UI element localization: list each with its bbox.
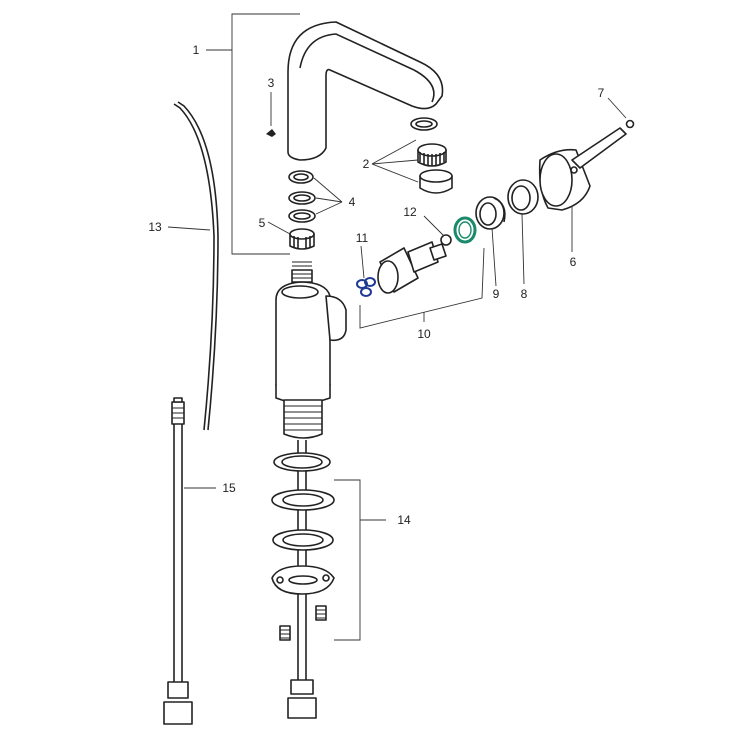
callout-3: 3	[268, 76, 275, 90]
callout-11: 11	[356, 231, 369, 245]
hose-15	[163, 397, 193, 725]
set-screw-part	[266, 129, 276, 137]
washers-4	[288, 170, 316, 223]
cap-7	[625, 119, 635, 129]
green-ring-9	[453, 216, 477, 244]
adapter-part-5	[289, 228, 315, 250]
rod-13	[173, 101, 219, 431]
tap-body	[275, 261, 347, 690]
callout-13: 13	[148, 220, 162, 234]
callout-2: 2	[363, 157, 370, 171]
callout-14: 14	[397, 513, 411, 527]
aerator-group	[410, 117, 453, 194]
callout-6: 6	[570, 255, 577, 269]
ring-8	[507, 179, 539, 215]
callout-labels: 1 2 3 4 5 6 7 8 9 10 11 12 13 14 15	[148, 43, 604, 527]
spout-part	[287, 21, 444, 161]
callout-1: 1	[193, 43, 200, 57]
nut-8	[475, 196, 506, 230]
callout-10: 10	[417, 327, 431, 341]
mounting-set-14	[271, 452, 335, 719]
callout-9: 9	[493, 287, 500, 301]
callout-15: 15	[222, 481, 236, 495]
callout-5: 5	[259, 216, 266, 230]
leader-lines	[167, 13, 627, 641]
callout-12: 12	[403, 205, 417, 219]
cartridge-group	[356, 234, 452, 297]
lever-handle-6	[538, 127, 627, 211]
callout-8: 8	[521, 287, 528, 301]
callout-7: 7	[598, 86, 605, 100]
callout-4: 4	[349, 195, 356, 209]
